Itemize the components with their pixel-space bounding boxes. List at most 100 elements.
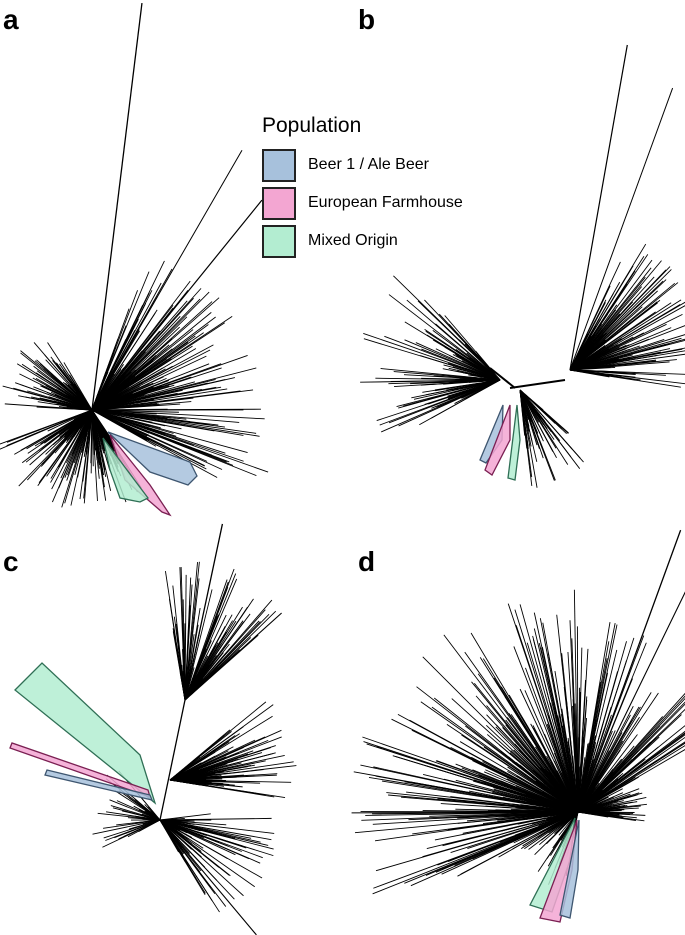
tree-branch <box>159 699 186 821</box>
tree-branch <box>21 363 93 411</box>
tree-branch <box>91 409 213 456</box>
tree-branch <box>577 697 621 813</box>
tree-branch <box>519 389 554 452</box>
tree-branch <box>408 811 579 821</box>
tree-branch <box>91 326 180 411</box>
tree-branch <box>91 409 105 454</box>
tree-branch <box>556 614 579 813</box>
tree-branch <box>577 764 598 813</box>
tree-branch <box>519 604 579 813</box>
tree-branch <box>577 716 640 813</box>
tree-branch <box>116 800 161 821</box>
tree-branch <box>169 758 225 781</box>
tree-branch <box>91 338 127 411</box>
tree-branch <box>159 819 244 897</box>
tree-branch <box>91 367 222 411</box>
tree-branch <box>36 406 93 411</box>
tree-branch <box>519 389 572 458</box>
tree-branch <box>546 811 579 845</box>
tree-branch <box>169 764 255 781</box>
tree-branch <box>84 409 93 453</box>
tree-branch <box>577 717 588 813</box>
tree-branch <box>127 819 161 838</box>
tree-branch <box>91 379 216 411</box>
tree-branch <box>577 762 627 813</box>
tree-branch <box>25 409 93 463</box>
tree-branch <box>440 803 579 813</box>
tree-branch <box>569 290 658 371</box>
tree-branch <box>169 779 292 783</box>
tree-branch <box>91 392 134 411</box>
tree-branch <box>429 811 579 817</box>
tree-branch <box>91 409 244 462</box>
tree-branch <box>532 635 579 813</box>
tree-branch <box>434 811 579 841</box>
clade-beer-c <box>44 769 154 801</box>
tree-branch <box>577 681 602 813</box>
tree-branch <box>416 686 579 813</box>
tree-branch <box>103 819 161 829</box>
tree-branch <box>91 409 248 453</box>
tree-branch <box>91 345 193 411</box>
tree-branch <box>519 389 533 443</box>
tree-branch <box>519 389 555 440</box>
tree-branch <box>569 280 664 371</box>
tree-branch <box>577 637 635 813</box>
tree-branch <box>46 392 93 411</box>
tree-branch <box>184 678 204 701</box>
tree-branch <box>90 409 93 474</box>
tree-branch <box>577 742 597 813</box>
tree-branch <box>150 816 161 821</box>
tree-branch <box>46 409 93 430</box>
tree-branch <box>159 813 211 821</box>
tree-branch <box>363 333 501 381</box>
tree-branch <box>482 761 579 813</box>
tree-branch <box>577 803 613 813</box>
tree-branch <box>39 363 93 411</box>
tree-branch <box>384 335 501 381</box>
tree-branch <box>91 291 210 411</box>
tree-branch <box>519 389 540 449</box>
tree-branch <box>569 358 616 371</box>
tree-branch <box>60 409 93 479</box>
panel-label-c: c <box>3 546 19 577</box>
tree-branch <box>91 409 156 443</box>
tree-branch <box>446 723 579 813</box>
tree-branch <box>430 378 501 381</box>
tree-branch <box>91 409 112 492</box>
tree-branch <box>184 573 237 701</box>
clade-beer <box>107 431 198 486</box>
tree-branch <box>92 819 161 835</box>
tree-branch <box>420 355 501 381</box>
tree-branch <box>569 333 602 371</box>
tree-branch <box>91 409 223 470</box>
tree-branch <box>91 309 158 411</box>
tree-branch <box>184 626 226 701</box>
tree-branch <box>569 327 602 371</box>
tree-branch <box>519 389 573 450</box>
tree-branch <box>425 379 501 396</box>
tree-branch <box>91 409 105 488</box>
tree-branch <box>571 638 579 813</box>
tree-branch <box>159 817 272 821</box>
tree-branch <box>184 637 252 701</box>
tree-branch <box>91 355 207 411</box>
legend-item-beer: Beer 1 / Ale Beer <box>262 146 463 184</box>
tree-branch <box>184 678 191 701</box>
tree-branch <box>184 579 228 701</box>
tree-branch <box>577 786 612 813</box>
tree-branch <box>91 271 150 411</box>
tree-branch <box>169 755 216 781</box>
tree-branch <box>550 780 579 813</box>
tree-branch <box>91 355 157 411</box>
tree-panel-b <box>360 44 685 488</box>
tree-branch <box>577 692 581 813</box>
tree-branch <box>91 397 194 411</box>
tree-branch <box>569 305 685 371</box>
tree-branch <box>91 280 191 411</box>
tree-branch <box>569 325 597 371</box>
tree-panel-a <box>0 2 269 517</box>
tree-branch <box>73 409 93 464</box>
tree-branch <box>169 754 285 781</box>
